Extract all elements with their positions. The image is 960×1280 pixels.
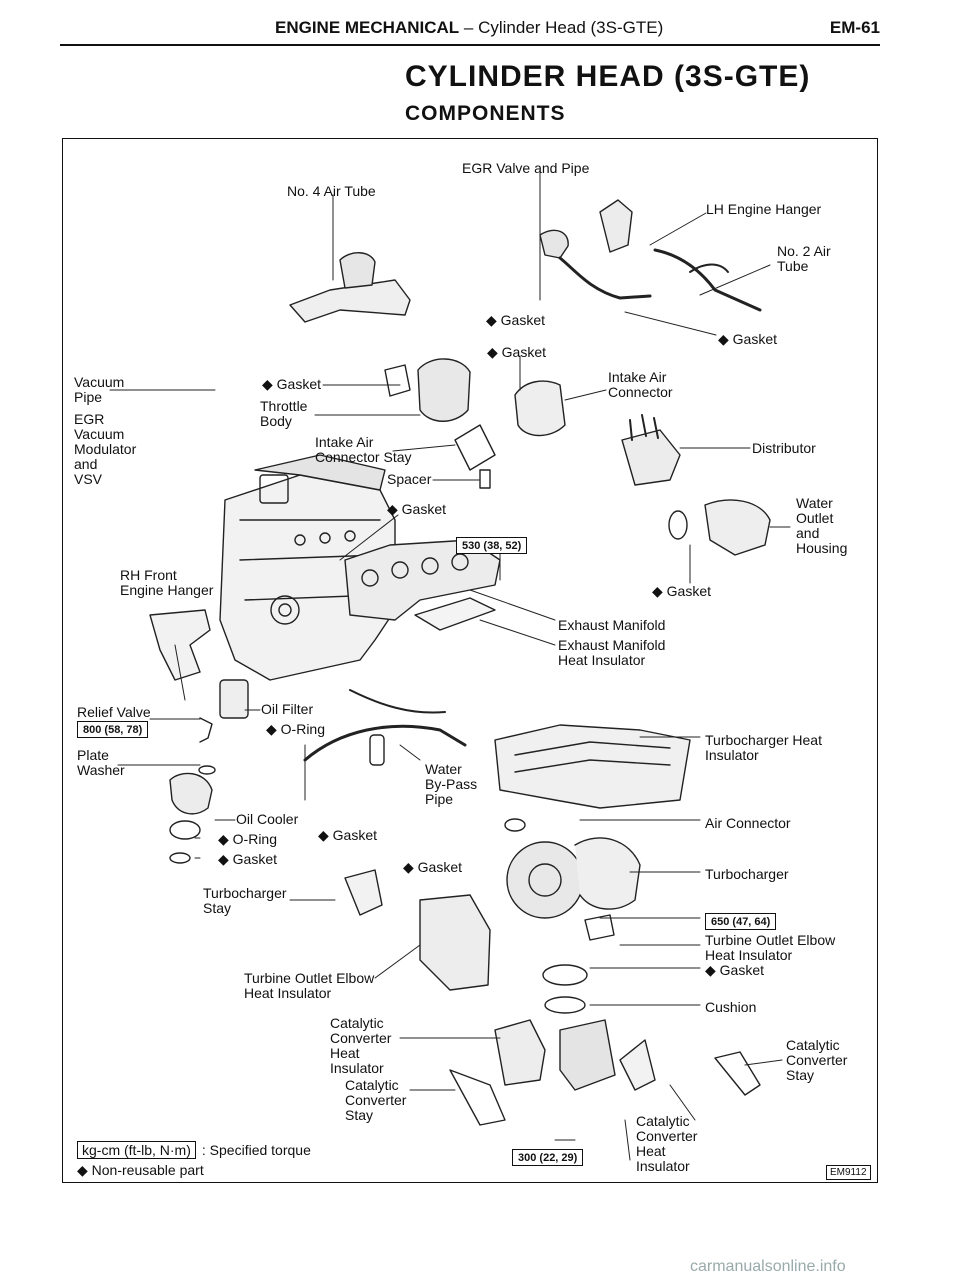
rh-hanger-drawing <box>149 609 211 681</box>
label-gasket-water-outlet: ◆ Gasket <box>652 583 712 599</box>
torque-relief-valve: 800 (58, 78) <box>77 721 149 738</box>
label-gasket-tube: ◆ Gasket <box>718 331 778 347</box>
label-distributor: Distributor <box>752 440 816 456</box>
label-gasket-cooler: ◆ Gasket <box>218 851 278 867</box>
turbo-insulator-drawing <box>494 724 691 809</box>
label-cushion: Cushion <box>705 999 757 1015</box>
label-gasket-turbo: ◆ Gasket <box>403 859 463 875</box>
air-tube-4-drawing <box>289 252 411 323</box>
legend-unit: kg-cm (ft-lb, N·m) <box>77 1141 196 1159</box>
throttle-body-drawing <box>384 358 566 489</box>
label-egr-vacuum-modulator: EGR Vacuum Modulator and VSV <box>74 411 137 487</box>
header-subsection: – Cylinder Head (3S-GTE) <box>459 18 664 37</box>
label-turbine-elbow-insulator-right: Turbine Outlet Elbow Heat Insulator <box>705 932 836 963</box>
label-gasket-elbow: ◆ Gasket <box>705 962 765 978</box>
label-water-bypass-pipe: Water By-Pass Pipe <box>425 761 478 807</box>
label-intake-air-connector: Intake Air Connector <box>608 369 673 400</box>
header-section: ENGINE MECHANICAL <box>275 18 460 37</box>
label-catalytic-converter-heat-insulator-left: Catalytic Converter Heat Insulator <box>330 1015 392 1076</box>
label-turbocharger-heat-insulator: Turbocharger Heat Insulator <box>705 732 822 763</box>
figure-code: EM9112 <box>826 1165 871 1180</box>
label-gasket-manifold: ◆ Gasket <box>387 501 447 517</box>
egr-valve-drawing <box>539 199 762 312</box>
water-outlet-drawing <box>668 499 771 556</box>
label-water-outlet: Water Outlet and Housing <box>796 495 848 556</box>
label-air-connector: Air Connector <box>705 815 791 831</box>
label-no2-air-tube: No. 2 Air Tube <box>777 243 831 274</box>
label-oil-cooler: Oil Cooler <box>236 811 299 827</box>
label-gasket-throttle: ◆ Gasket <box>262 376 322 392</box>
header-title: ENGINE MECHANICAL – Cylinder Head (3S-GT… <box>275 18 663 38</box>
label-catalytic-converter-stay-left: Catalytic Converter Stay <box>345 1077 407 1123</box>
page-number: EM-61 <box>829 18 880 37</box>
label-vacuum-pipe: Vacuum Pipe <box>74 374 125 405</box>
distributor-drawing <box>621 414 681 486</box>
label-oil-filter: Oil Filter <box>261 701 314 717</box>
label-throttle-body: Throttle Body <box>260 398 308 429</box>
torque-exhaust-manifold: 530 (38, 52) <box>456 537 528 554</box>
label-rh-front-engine-hanger: RH Front Engine Hanger <box>120 567 214 598</box>
page-title: CYLINDER HEAD (3S-GTE) <box>405 60 811 93</box>
leader-lines <box>109 171 791 1161</box>
label-plate-washer: Plate Washer <box>77 747 125 778</box>
legend-torque: kg-cm (ft-lb, N·m) : Specified torque <box>77 1141 311 1159</box>
label-exhaust-manifold-insulator: Exhaust Manifold Heat Insulator <box>558 637 666 668</box>
label-gasket-bypass: ◆ Gasket <box>318 827 378 843</box>
label-relief-valve: Relief Valve <box>77 704 151 720</box>
label-gasket-egr-2: ◆ Gasket <box>487 344 547 360</box>
label-lh-engine-hanger: LH Engine Hanger <box>706 201 822 217</box>
exhaust-manifold-drawing <box>344 539 501 631</box>
label-turbine-elbow-insulator-left: Turbine Outlet Elbow Heat Insulator <box>244 970 375 1001</box>
turbo-stay-drawing <box>344 869 383 916</box>
engine-block-drawing <box>219 454 396 681</box>
label-turbocharger: Turbocharger <box>705 866 789 882</box>
torque-turbine-elbow: 650 (47, 64) <box>705 913 777 930</box>
label-o-ring-1: ◆ O-Ring <box>266 721 326 737</box>
label-turbocharger-stay: Turbocharger Stay <box>203 885 287 916</box>
turbocharger-drawing <box>504 818 641 919</box>
label-intake-connector-stay: Intake Air Connector Stay <box>315 434 412 465</box>
legend-unit-description: : Specified torque <box>201 1142 311 1158</box>
page-subtitle: COMPONENTS <box>405 102 566 125</box>
label-egr-valve: EGR Valve and Pipe <box>462 160 590 176</box>
elbow-insulator-drawing <box>419 894 615 1014</box>
bypass-pipe-drawing <box>303 689 467 766</box>
diagram-frame <box>62 138 878 1183</box>
label-catalytic-converter-stay-right: Catalytic Converter Stay <box>786 1037 848 1083</box>
label-gasket-egr-1: ◆ Gasket <box>486 312 546 328</box>
label-o-ring-2: ◆ O-Ring <box>218 831 278 847</box>
catalytic-converter-drawing <box>449 1019 761 1126</box>
oil-parts-drawing <box>169 679 249 864</box>
page-header: ENGINE MECHANICAL – Cylinder Head (3S-GT… <box>60 14 880 46</box>
label-no4-air-tube: No. 4 Air Tube <box>287 183 376 199</box>
label-exhaust-manifold: Exhaust Manifold <box>558 617 666 633</box>
label-spacer: Spacer <box>387 471 432 487</box>
torque-catalytic-converter: 300 (22, 29) <box>512 1149 584 1166</box>
legend-non-reusable: ◆ Non-reusable part <box>77 1162 204 1178</box>
label-catalytic-converter-heat-insulator-right: Catalytic Converter Heat Insulator <box>636 1113 698 1174</box>
watermark: carmanualsonline.info <box>690 1258 846 1275</box>
